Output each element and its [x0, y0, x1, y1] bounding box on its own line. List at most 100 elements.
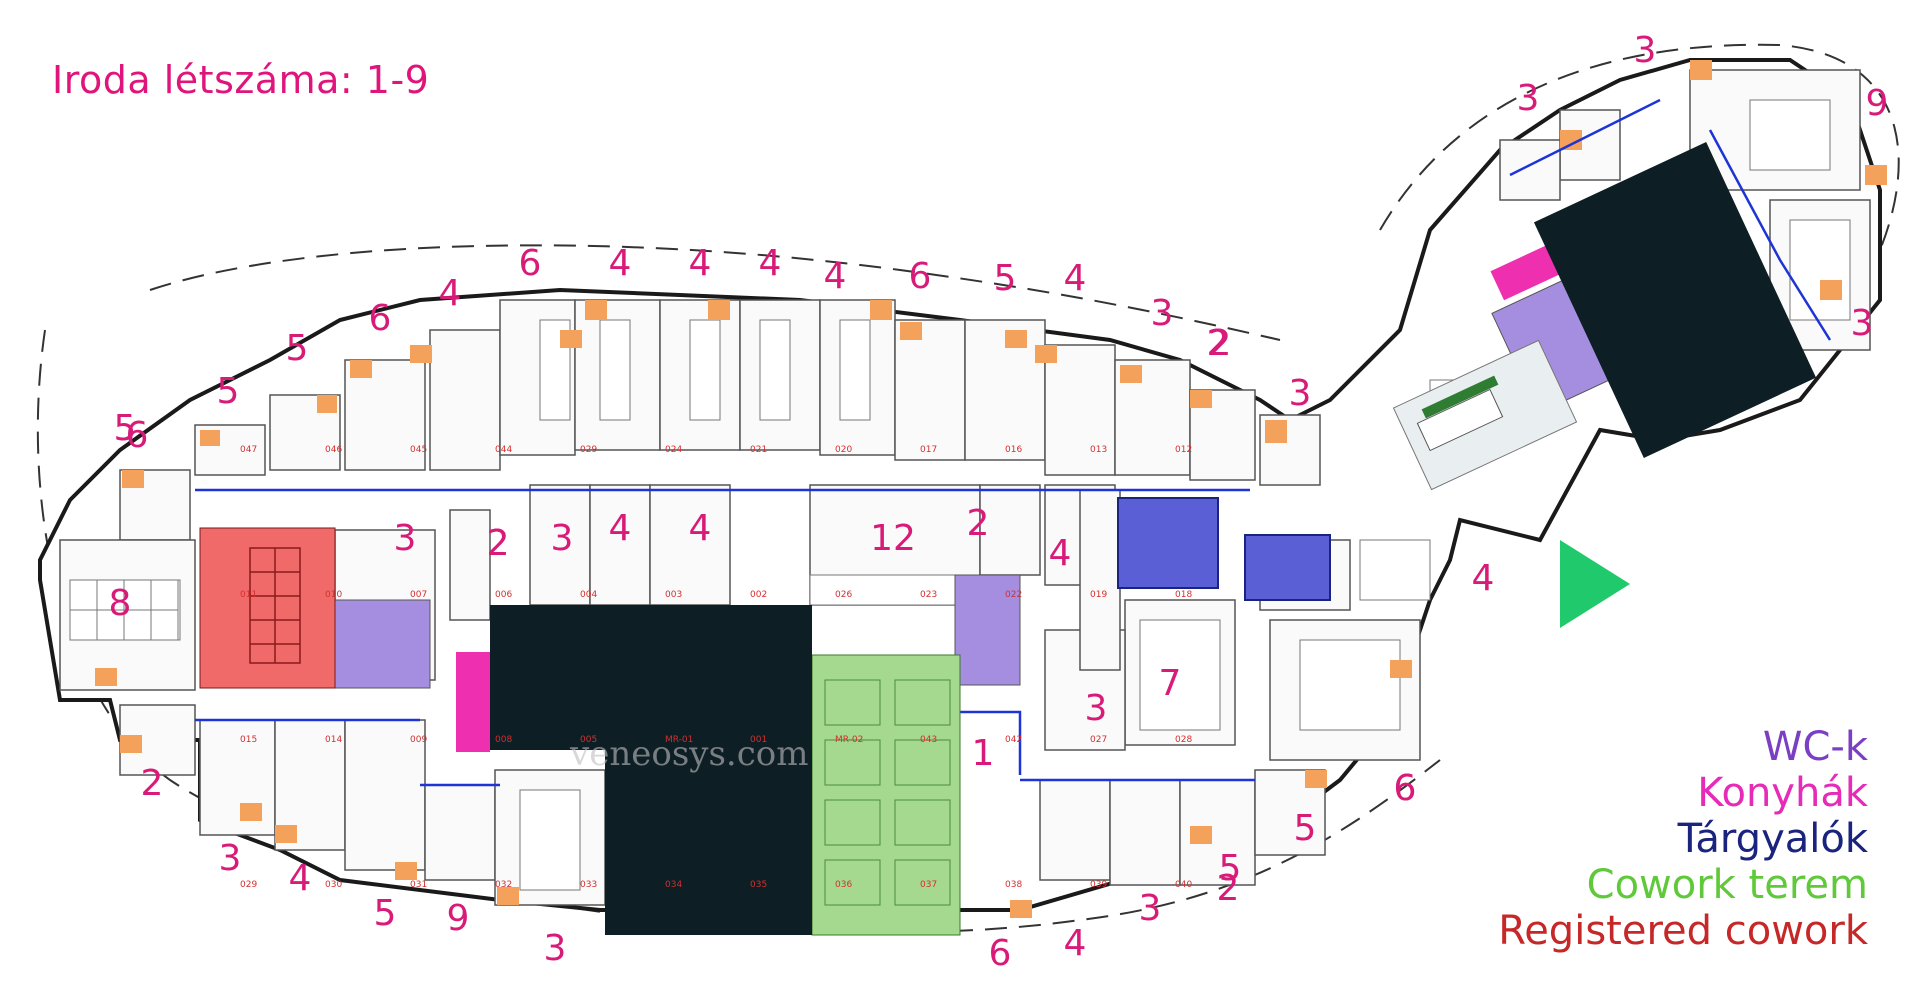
office-count-label: 4: [289, 858, 312, 899]
office-count-label: 3: [551, 518, 574, 559]
room-id-label: 016: [1005, 445, 1022, 455]
office-count-label: 4: [609, 243, 632, 284]
room-id-label: 022: [1005, 590, 1022, 600]
office-count-label: 4: [824, 256, 847, 297]
room-id-label: 040: [1175, 880, 1192, 890]
office-count-label: 7: [1159, 663, 1182, 704]
office-count-label: 5: [286, 328, 309, 369]
room-id-label: 033: [580, 880, 597, 890]
room-id-label: 017: [920, 445, 937, 455]
office-count-label: 3: [1139, 888, 1162, 929]
desk-accents: [95, 60, 1887, 918]
room-id-label: 029: [240, 880, 257, 890]
office-count-label: 9: [1866, 83, 1889, 124]
room-id-label: 008: [495, 735, 512, 745]
office-count-label: 2: [1209, 323, 1232, 364]
office-count-label: 4: [1049, 533, 1072, 574]
office-count-label: 6: [519, 243, 542, 284]
office-count-label: 2: [487, 523, 510, 564]
room-id-label: MR-02: [835, 735, 863, 745]
office-count-label: 3: [1634, 30, 1657, 71]
office-count-label: 4: [689, 508, 712, 549]
office-count-label: 4: [759, 243, 782, 284]
office-count-label: 3: [219, 838, 242, 879]
room-id-label: 023: [920, 590, 937, 600]
office-count-label: 4: [1064, 258, 1087, 299]
room-id-label: 036: [835, 880, 852, 890]
room-id-label: 002: [750, 590, 767, 600]
office-count-label: 6: [369, 298, 392, 339]
office-count-label: 6: [1394, 768, 1417, 809]
legend-item-cowork: Cowork terem: [1586, 862, 1868, 908]
room-id-label: 013: [1090, 445, 1107, 455]
room-id-label: 007: [410, 590, 427, 600]
room-id-label: 003: [665, 590, 682, 600]
room-id-label: 012: [1175, 445, 1192, 455]
room-id-label: 030: [325, 880, 342, 890]
room-id-label: 010: [325, 590, 342, 600]
cowork-desks: [824, 679, 951, 906]
office-count-label: 2: [967, 503, 990, 544]
legend-item-kitchen: Konyhák: [1697, 770, 1868, 816]
office-count-label: 6: [1394, 768, 1417, 809]
office-count-label: 2: [1217, 868, 1240, 909]
office-count-label: 1: [972, 733, 995, 774]
building-core-2: [1533, 142, 1817, 458]
office-count-label: 2: [141, 763, 164, 804]
room-id-label: 047: [240, 445, 257, 455]
room-id-label: 032: [495, 880, 512, 890]
room-id-label: 006: [495, 590, 512, 600]
office-count-label: 3: [1289, 373, 1312, 414]
room-id-label: 046: [325, 445, 342, 455]
room-id-label: 018: [1175, 590, 1192, 600]
office-count-label: 4: [689, 243, 712, 284]
room-id-label: 029: [580, 445, 597, 455]
office-count-label: 5: [114, 408, 137, 449]
office-count-label: 4: [1064, 923, 1087, 964]
room-id-label: 021: [750, 445, 767, 455]
office-count-label: 5: [1219, 848, 1242, 889]
office-count-label: 3: [394, 518, 417, 559]
wc-area-2: [954, 574, 1021, 686]
room-id-label: 039: [1090, 880, 1107, 890]
room-id-label: 004: [580, 590, 597, 600]
desk-grid: [69, 99, 1851, 891]
room-id-label: 001: [750, 735, 767, 745]
office-count-label: 4: [1472, 558, 1495, 599]
room-id-label: 009: [410, 735, 427, 745]
room-id-label: 037: [920, 880, 937, 890]
room-id-label: 015: [240, 735, 257, 745]
office-count-label: 4: [609, 508, 632, 549]
legend-item-registered-cowork: Registered cowork: [1498, 908, 1868, 954]
cowork-room: [811, 654, 961, 936]
entrance-arrow-icon: [1560, 540, 1630, 628]
office-count-label: 3: [1151, 293, 1174, 334]
room-id-label: 020: [835, 445, 852, 455]
kitchen-area: [456, 652, 490, 752]
registered-cowork-area: [199, 527, 336, 689]
office-count-label: 2: [487, 523, 510, 564]
room-id-label: 028: [1175, 735, 1192, 745]
office-count-label: 6: [989, 933, 1012, 974]
page-title: Iroda létszáma: 1-9: [52, 58, 430, 102]
office-count-label: 6: [126, 415, 149, 456]
room-id-label: 035: [750, 880, 767, 890]
lounge-area: [1392, 339, 1578, 491]
room-id-label: 014: [325, 735, 342, 745]
room-id-label: 045: [410, 445, 427, 455]
office-count-label: 2: [1207, 323, 1230, 364]
meeting-room-2: [1244, 534, 1331, 601]
room-id-label: 011: [240, 590, 257, 600]
wc-area: [334, 599, 431, 689]
room-id-label: 034: [665, 880, 682, 890]
office-count-label: 9: [447, 898, 470, 939]
watermark-text: veneosys.com: [569, 734, 808, 774]
legend-item-wc: WC-k: [1762, 724, 1868, 770]
room-id-label: 038: [1005, 880, 1022, 890]
room-id-label: 043: [920, 735, 937, 745]
office-count-label: 4: [439, 273, 462, 314]
legend-item-meeting: Tárgyalók: [1677, 816, 1868, 862]
